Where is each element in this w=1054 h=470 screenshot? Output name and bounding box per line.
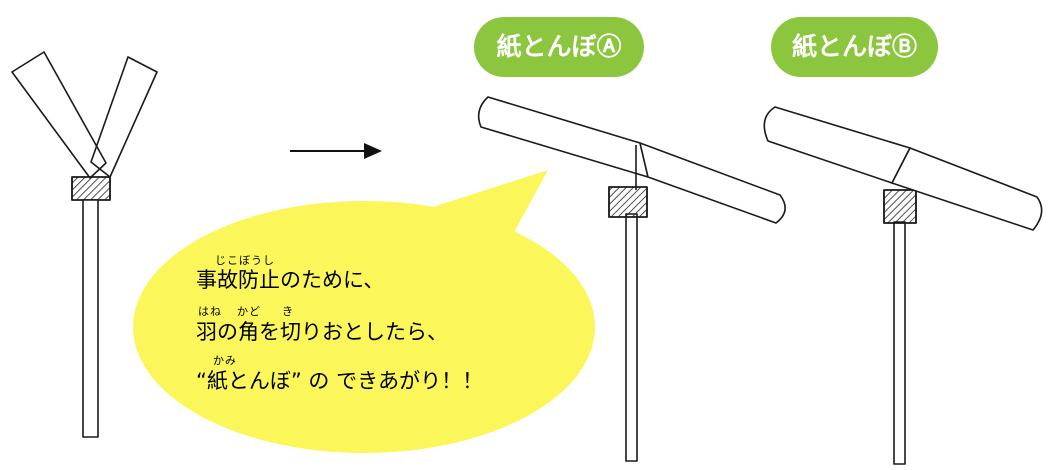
paper-dragonfly-a	[477, 96, 786, 462]
furigana-kado: かど	[237, 305, 261, 318]
unfolded-paper-figure	[11, 51, 158, 438]
speech-bubble	[133, 170, 595, 453]
furigana-jikoboushi: じこぼうし	[215, 254, 275, 267]
dragonfly-b-label: 紙とんぼⒷ	[771, 17, 938, 77]
furigana-ki: き	[282, 305, 294, 318]
furigana-hane: はね	[198, 305, 222, 318]
dragonfly-a-label: 紙とんぼⒶ	[474, 17, 644, 77]
speech-line-3: “紙とんぼ” の できあがり！！	[196, 369, 484, 393]
speech-line-1: 事故防止のために、	[196, 268, 385, 292]
paper-dragonfly-b	[763, 106, 1043, 465]
arrow-right-icon	[290, 143, 382, 159]
furigana-kami: かみ	[213, 354, 237, 367]
speech-line-2: 羽の角を切りおとしたら、	[196, 320, 448, 344]
